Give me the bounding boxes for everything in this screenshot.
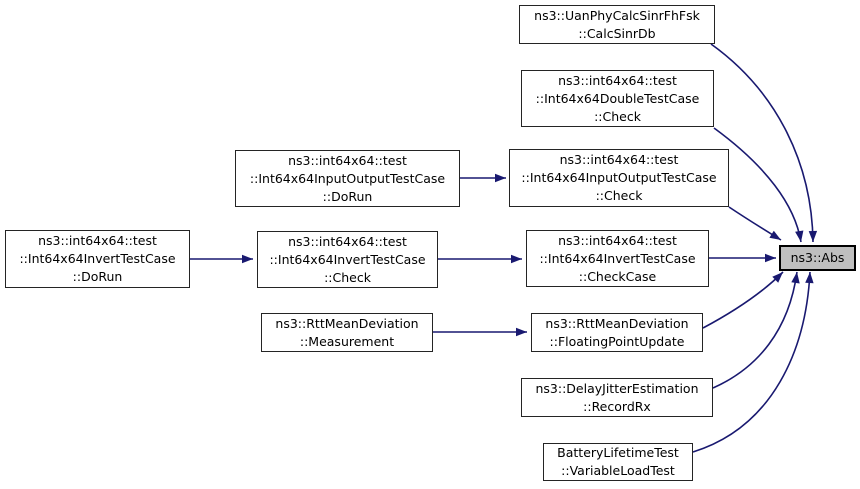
node-label-line: ::CheckCase <box>578 268 657 284</box>
arrowhead-rtt-measurement-to-rtt-floatingpointupdate <box>516 327 527 337</box>
node-invert-checkcase[interactable]: ns3::int64x64::test::Int64x64InvertTestC… <box>526 230 709 287</box>
arrowhead-invert-check-to-invert-checkcase <box>511 254 522 264</box>
node-label-line: BatteryLifetimeTest <box>557 445 679 460</box>
node-label-line: ::Int64x64DoubleTestCase <box>535 90 700 106</box>
node-label-line: ::Int64x64InputOutputTestCase <box>249 170 446 186</box>
edge-battery-variableloadtest-to-abs <box>692 271 811 453</box>
arrowhead-inputoutput-dorun-to-inputoutput-check <box>495 173 506 183</box>
node-inputoutput-check[interactable]: ns3::int64x64::test::Int64x64InputOutput… <box>509 149 729 207</box>
node-label-line: ::VariableLoadTest <box>561 463 675 478</box>
node-label-line: ::DoRun <box>322 188 373 204</box>
node-label-line: ::Int64x64InvertTestCase <box>539 250 696 266</box>
node-label-line: ::Int64x64InvertTestCase <box>269 251 426 267</box>
edge-delayjitter-recordrx-to-abs <box>712 271 798 389</box>
edge-double-check-to-abs <box>713 127 802 243</box>
node-abs: ns3::Abs <box>779 245 856 271</box>
arrowhead-double-check-to-abs <box>795 230 804 242</box>
node-label-line: ns3::int64x64::test <box>288 233 407 249</box>
node-uanphy-calcsinrdb[interactable]: ns3::UanPhyCalcSinrFhFsk::CalcSinrDb <box>519 5 715 44</box>
node-label-line: ns3::RttMeanDeviation <box>275 315 419 331</box>
node-label-line: ::Int64x64InputOutputTestCase <box>521 170 717 185</box>
node-invert-check[interactable]: ns3::int64x64::test::Int64x64InvertTestC… <box>257 231 438 288</box>
node-label-line: ::FloatingPointUpdate <box>549 333 685 349</box>
node-label-line: ns3::int64x64::test <box>558 232 677 248</box>
node-label-line: ::Measurement <box>299 333 395 349</box>
arrowhead-invert-checkcase-to-abs <box>765 253 776 263</box>
arrowhead-inputoutput-check-to-abs <box>769 230 781 240</box>
arrowhead-uanphy-calcsinrdb-to-abs <box>808 230 818 242</box>
node-battery-variableloadtest[interactable]: BatteryLifetimeTest::VariableLoadTest <box>543 443 693 481</box>
node-label-line: ::CalcSinrDb <box>578 25 656 41</box>
node-label-line: ns3::Abs <box>790 250 845 265</box>
arrowhead-delayjitter-recordrx-to-abs <box>791 272 800 284</box>
node-rtt-floatingpointupdate[interactable]: ns3::RttMeanDeviation::FloatingPointUpda… <box>531 313 703 352</box>
node-label-line: ::Check <box>324 269 371 285</box>
node-label-line: ns3::int64x64::test <box>558 72 677 88</box>
node-label-line: ns3::int64x64::test <box>559 152 679 167</box>
node-rtt-measurement[interactable]: ns3::RttMeanDeviation::Measurement <box>261 313 433 352</box>
node-double-check[interactable]: ns3::int64x64::test::Int64x64DoubleTestC… <box>521 70 714 127</box>
edge-uanphy-calcsinrdb-to-abs <box>710 43 814 243</box>
node-label-line: ::Check <box>594 108 641 124</box>
node-label-line: ::DoRun <box>72 269 123 284</box>
node-label-line: ns3::DelayJitterEstimation <box>535 380 699 396</box>
arrowhead-invert-dorun-to-invert-check <box>242 254 253 264</box>
node-label-line: ns3::int64x64::test <box>38 233 157 248</box>
arrowhead-rtt-floatingpointupdate-to-abs <box>772 272 783 283</box>
node-label-line: ns3::RttMeanDeviation <box>545 315 689 331</box>
node-inputoutput-dorun[interactable]: ns3::int64x64::test::Int64x64InputOutput… <box>235 150 460 207</box>
node-label-line: ::Check <box>595 188 643 203</box>
node-label-line: ns3::int64x64::test <box>288 152 407 168</box>
node-label-line: ::Int64x64InvertTestCase <box>19 251 176 266</box>
arrowhead-battery-variableloadtest-to-abs <box>805 272 814 284</box>
node-delayjitter-recordrx[interactable]: ns3::DelayJitterEstimation::RecordRx <box>521 378 713 417</box>
node-label-line: ns3::UanPhyCalcSinrFhFsk <box>534 7 700 23</box>
node-invert-dorun[interactable]: ns3::int64x64::test::Int64x64InvertTestC… <box>5 230 190 288</box>
node-label-line: ::RecordRx <box>583 398 651 414</box>
